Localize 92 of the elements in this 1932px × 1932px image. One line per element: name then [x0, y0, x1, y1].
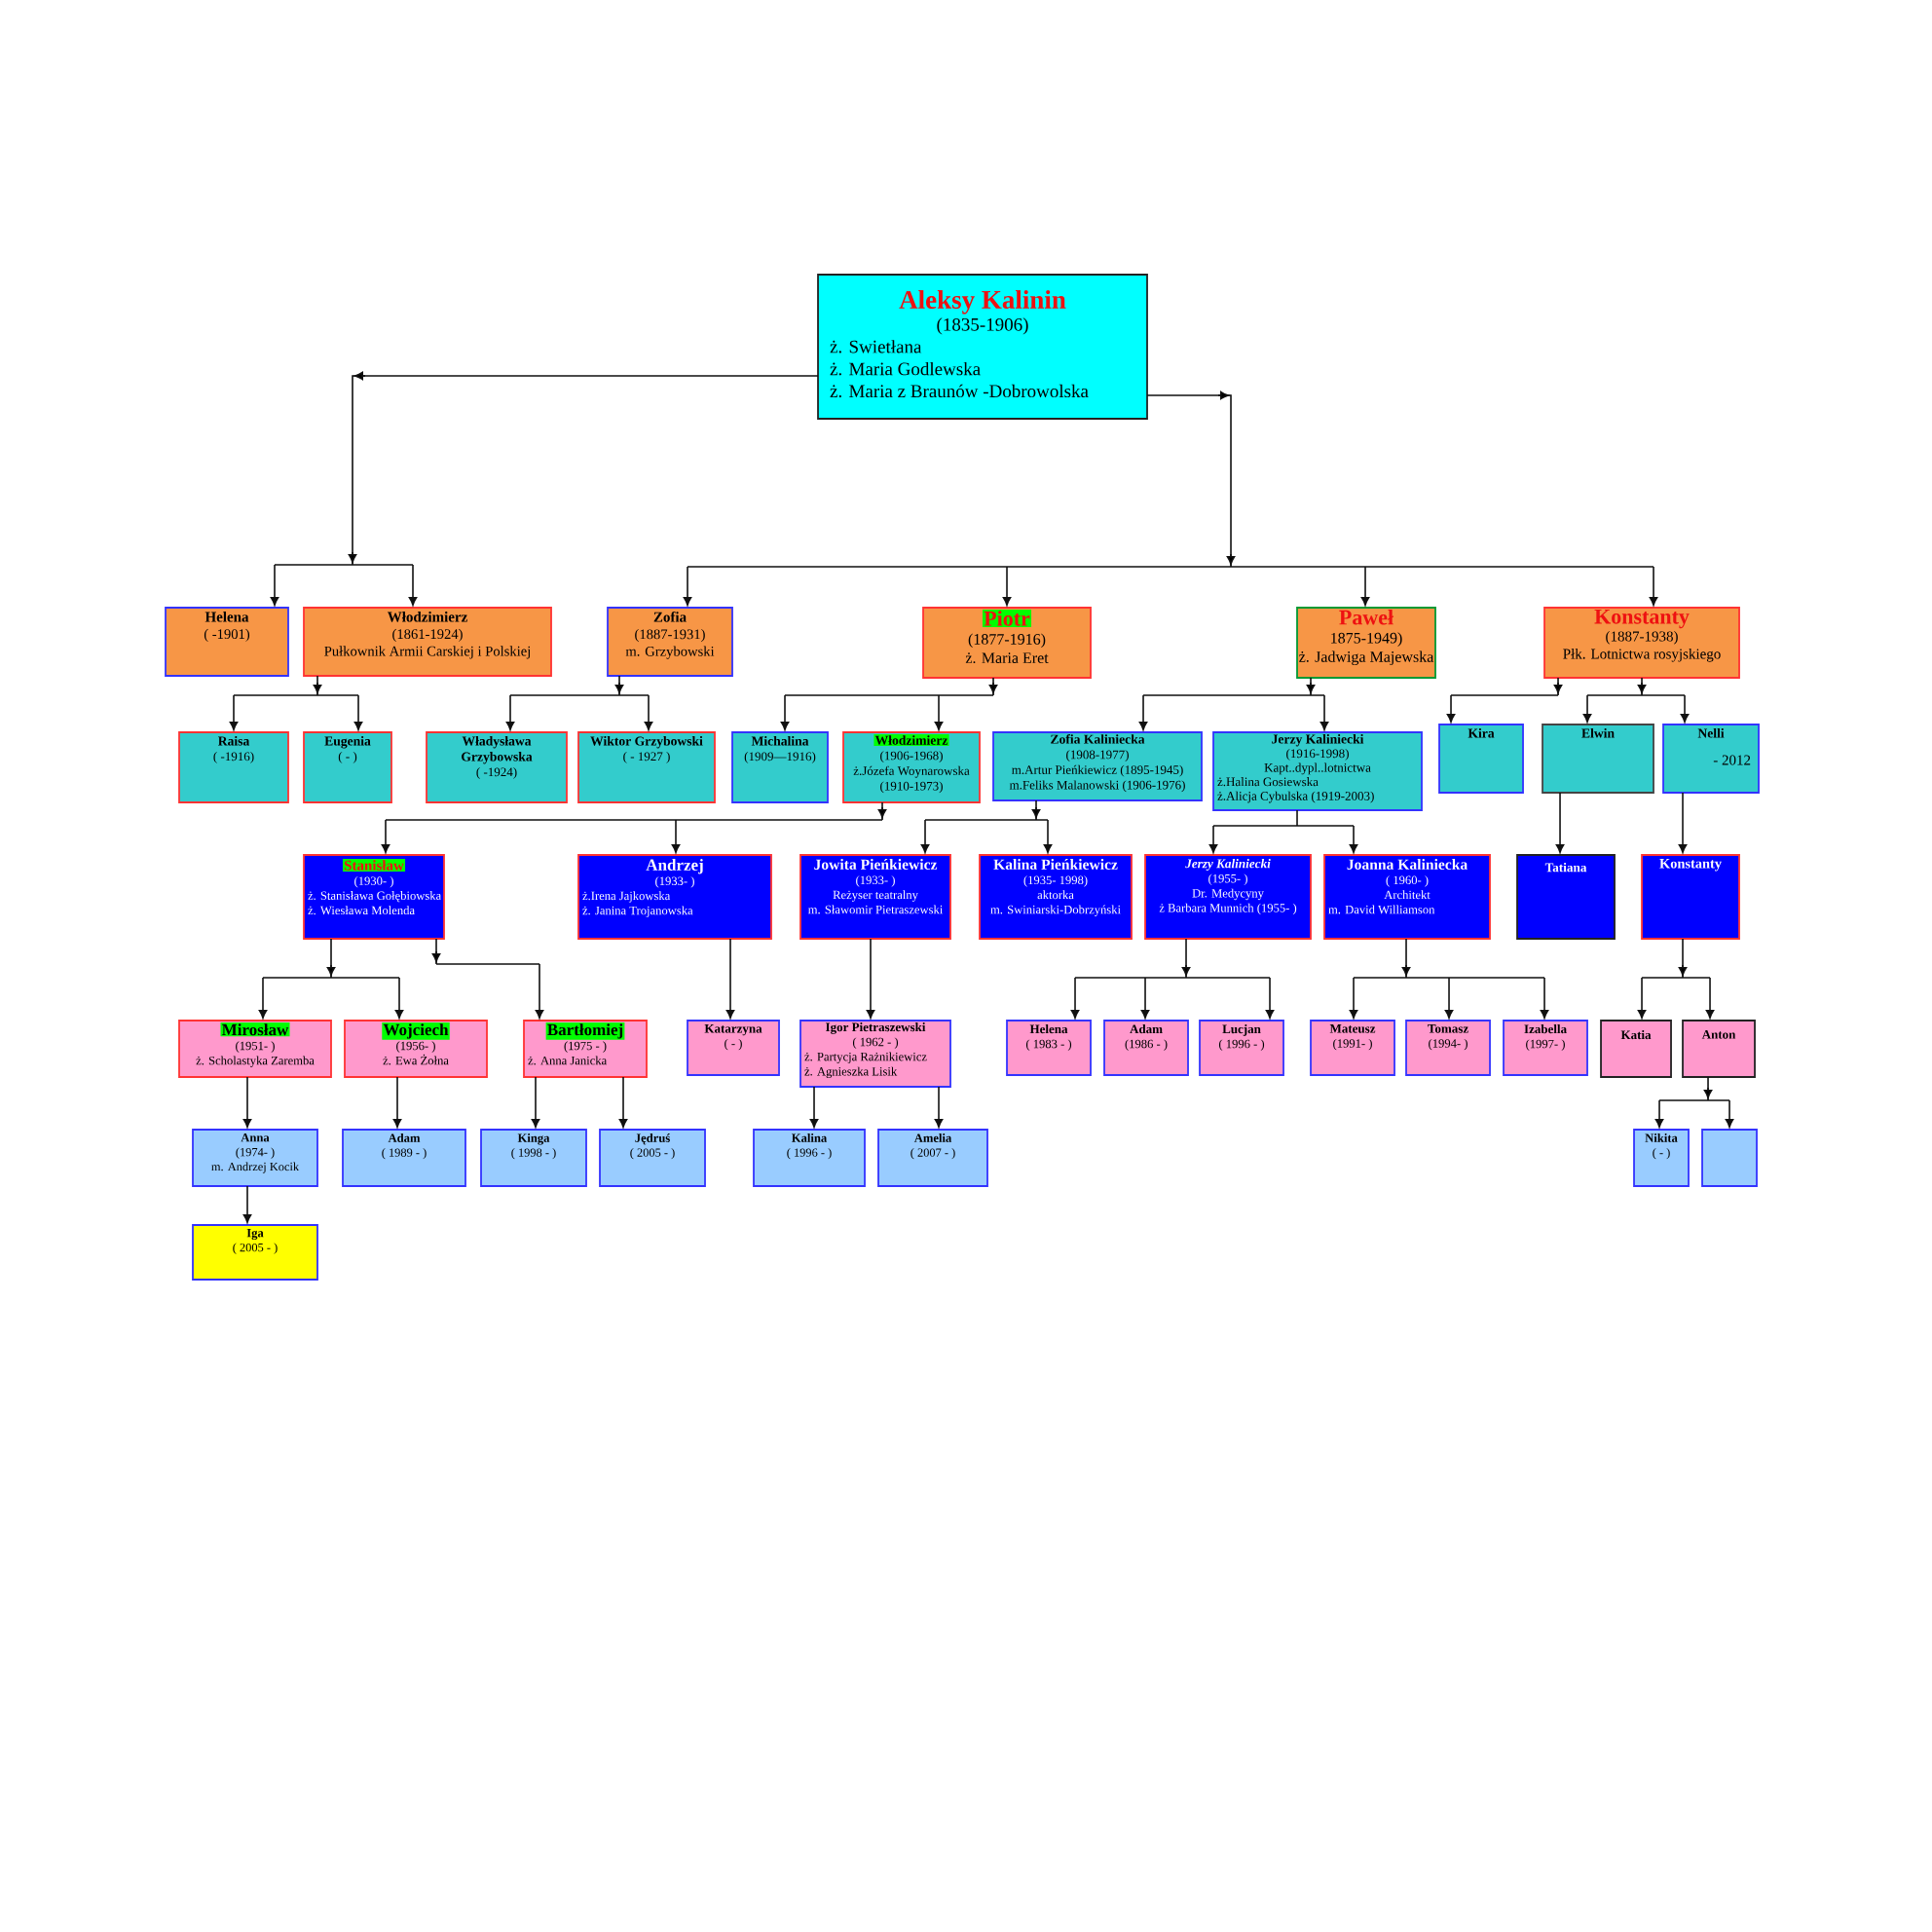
person-box	[687, 1020, 780, 1076]
person-box	[1543, 607, 1740, 679]
connector-arrow	[1582, 677, 1690, 724]
connector-arrow	[392, 1076, 402, 1129]
connector-arrow	[725, 938, 735, 1020]
person-box	[1405, 1020, 1491, 1076]
connector-arrow	[431, 938, 544, 1020]
connector-arrow	[1637, 938, 1715, 1020]
person-details: (1877-1916)	[968, 633, 1046, 649]
person-box	[799, 854, 951, 940]
connector-arrow	[258, 938, 404, 1020]
person-box	[1600, 1020, 1672, 1078]
connector-arrow	[618, 1076, 628, 1129]
blank-box	[1701, 1129, 1758, 1187]
person-box	[165, 607, 289, 677]
person-box	[1633, 1129, 1690, 1187]
person-box	[192, 1129, 318, 1187]
person-details: ż. Jadwiga Majewska	[1299, 650, 1434, 666]
connector-arrow	[1208, 809, 1358, 854]
person-box	[178, 1020, 332, 1078]
person-box	[342, 1129, 466, 1187]
person-box	[303, 607, 552, 677]
person-box	[426, 731, 568, 803]
connector-arrow	[270, 371, 819, 607]
person-box	[1296, 607, 1436, 679]
connector-arrow	[1349, 938, 1549, 1020]
connector-arrow	[866, 938, 875, 1020]
person-name: Wojciech	[382, 1022, 450, 1040]
person-box	[731, 731, 829, 803]
person-box	[607, 607, 733, 677]
person-box	[842, 731, 981, 803]
person-name: Piotr	[983, 610, 1032, 627]
person-box	[1542, 724, 1654, 794]
connector-arrow	[531, 1076, 540, 1129]
person-name: Bartłomiej	[545, 1022, 625, 1040]
person-box	[1503, 1020, 1588, 1076]
connector-arrow	[780, 677, 998, 731]
person-box	[817, 274, 1148, 420]
person-box	[1516, 854, 1616, 940]
person-box	[178, 731, 289, 803]
person-box	[523, 1020, 648, 1078]
connector-arrow	[381, 801, 887, 854]
person-box	[577, 731, 716, 803]
person-box	[344, 1020, 488, 1078]
person-details: ż. Swietłana	[830, 340, 922, 353]
connector-arrow	[934, 1086, 944, 1129]
connector-arrow	[1678, 792, 1688, 854]
connector-arrow	[1070, 938, 1275, 1020]
person-details: 1875-1949)	[1331, 632, 1402, 647]
connector-arrow	[1555, 792, 1565, 854]
person-box	[303, 854, 445, 940]
person-name: Konstanty	[1594, 610, 1690, 629]
person-box	[1006, 1020, 1092, 1076]
person-box	[799, 1020, 951, 1088]
connector-arrow	[920, 799, 1053, 854]
person-details: ż. Maria Eret	[965, 652, 1049, 664]
connector-arrow	[1446, 677, 1563, 724]
connector-arrow	[1654, 1076, 1734, 1129]
person-box	[192, 1224, 318, 1281]
person-name: Aleksy Kalinin	[899, 290, 1066, 315]
person-box	[1438, 724, 1524, 794]
connector-arrow	[809, 1086, 819, 1129]
person-details: (1835-1906)	[937, 317, 1028, 335]
connector-arrow	[683, 390, 1658, 607]
person-box	[1310, 1020, 1395, 1076]
person-name: Paweł	[1339, 610, 1393, 625]
connector-arrow	[1138, 677, 1329, 731]
person-box	[1199, 1020, 1284, 1076]
person-box	[1323, 854, 1491, 940]
person-box	[1212, 731, 1423, 811]
person-box	[1103, 1020, 1189, 1076]
person-box	[877, 1129, 988, 1187]
person-box	[1682, 1020, 1756, 1078]
person-box	[480, 1129, 587, 1187]
person-box	[753, 1129, 866, 1187]
person-details: ż. Maria z Braunów -Dobrowolska	[830, 384, 1089, 398]
person-box	[599, 1129, 706, 1187]
person-box	[303, 731, 392, 803]
person-box	[1144, 854, 1312, 940]
person-box	[1662, 724, 1760, 794]
person-box	[979, 854, 1133, 940]
person-box	[1641, 854, 1740, 940]
connector-arrow	[242, 1076, 252, 1129]
person-name: Andrzej	[646, 859, 703, 874]
person-box	[577, 854, 772, 940]
person-details: ż. Maria Godlewska	[830, 361, 981, 376]
connector-arrow	[242, 1185, 252, 1224]
connector-arrow	[229, 675, 363, 731]
person-name: Mirosław	[220, 1022, 290, 1037]
connector-arrow	[505, 675, 653, 731]
person-box	[922, 607, 1092, 679]
person-box	[992, 731, 1203, 801]
